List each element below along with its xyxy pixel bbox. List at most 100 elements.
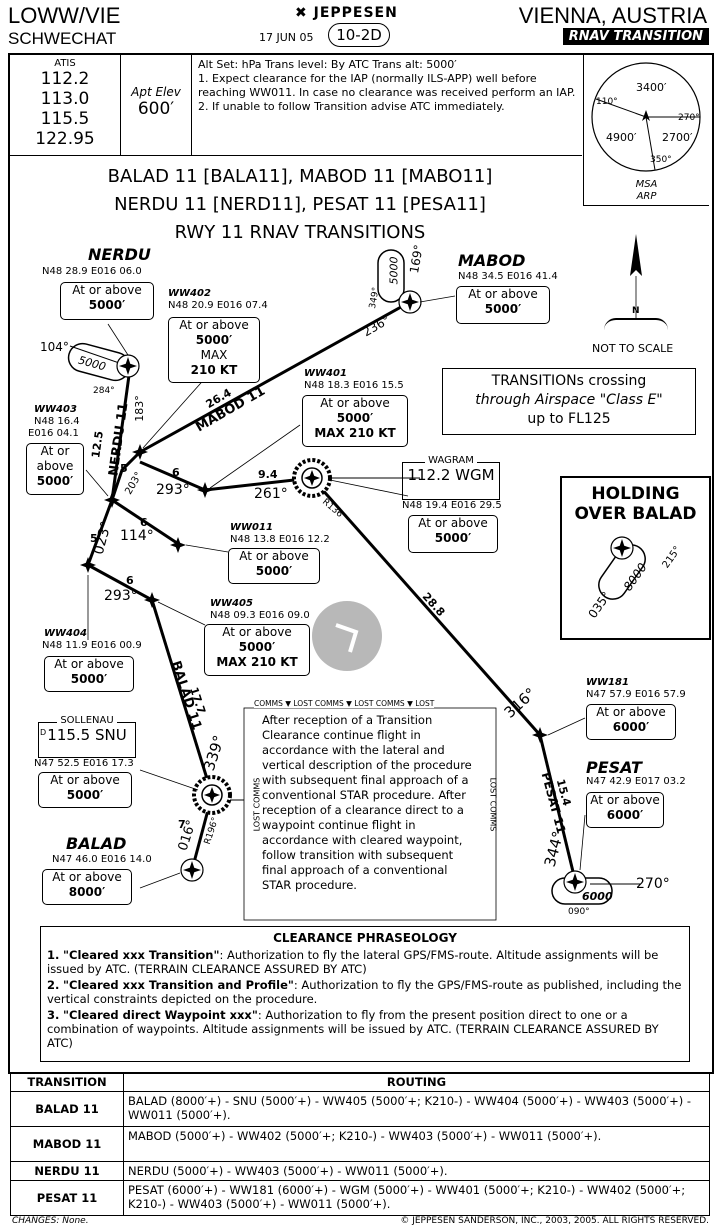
routing-col-routing: ROUTING (123, 1072, 710, 1092)
ww181-alt-box: At or above 6000′ (586, 704, 676, 740)
nerdu-alt-2: 5000′ (88, 298, 126, 312)
ww404-name: WW404 (44, 628, 87, 639)
lost-comms-side-right: LOST COMMS (488, 777, 498, 832)
wagram-alt-box: At or above 5000′ (408, 515, 498, 553)
ww402-name: WW402 (168, 288, 211, 299)
ww402-coord: N48 20.9 E016 07.4 (168, 300, 268, 311)
ww404-alt-box: At or above 5000′ (44, 656, 134, 692)
table-row: MABOD 11 MABOD (5000′+) - WW402 (5000′+;… (10, 1126, 710, 1162)
pesat-hold-alt: 6000 (582, 890, 613, 903)
phrase-2-body: : Authorization to fly the GPS/FMS-route… (47, 978, 682, 1006)
holding-title-1: HOLDING (591, 484, 680, 504)
ww401-alt-1: At or above (320, 396, 390, 410)
phrase-3-body: : Authorization to fly from the present … (47, 1008, 659, 1050)
holding-title-2: OVER BALAD (574, 504, 697, 524)
msa-sector-b: 4900′ (606, 131, 637, 144)
wings-logo-icon (604, 318, 668, 330)
leg-label-6c: 6 (126, 574, 134, 587)
ww181-alt-1: At or above (596, 705, 666, 719)
phraseology-title: CLEARANCE PHRASEOLOGY (273, 931, 457, 945)
leg-label-293a: 293° (156, 482, 190, 498)
apt-elev-value: 600′ (137, 99, 175, 119)
balad-alt-box: At or above 8000′ (42, 869, 132, 905)
pesat-coord: N47 42.9 E017 03.2 (586, 776, 686, 787)
msa-radial-110: 110° (596, 97, 618, 107)
class-e-line-3: up to FL125 (527, 411, 611, 427)
wagram-name: WAGRAM (425, 455, 477, 466)
wagram-alt-2: 5000′ (434, 531, 472, 545)
msa-box: 3400′ 4900′ 2700′ 110° 270° 350° MSA ARP (583, 55, 709, 206)
phraseology-box: CLEARANCE PHRASEOLOGY 1. "Cleared xxx Tr… (40, 926, 690, 1062)
atis-label: ATIS (54, 58, 76, 69)
ww403-alt-2: 5000′ (36, 474, 74, 488)
msa-sector-c: 2700′ (662, 131, 693, 144)
mabod-alt-2: 5000′ (484, 302, 522, 316)
routing-name: BALAD 11 (10, 1091, 124, 1127)
msa-label: MSA (635, 179, 658, 190)
pesat-alt-2: 6000′ (606, 808, 644, 822)
nerdu-coord: N48 28.9 E016 06.0 (42, 266, 142, 277)
ww403-name: WW403 (34, 404, 77, 415)
mabod-holding-pattern (377, 249, 405, 303)
leg-ww404-ww403 (86, 499, 114, 566)
ww403-alt-1: At or (40, 444, 70, 458)
sollenau-freq: 115.5 SNU (47, 726, 127, 744)
jeppesen-logo: ✖ JEPPESEN (295, 5, 398, 21)
lost-comms-text: After reception of a Transition Clearanc… (262, 713, 472, 892)
airport-name: SCHWECHAT (8, 29, 117, 48)
ww403-coord-2: E016 04.1 (28, 428, 79, 439)
phraseology-item-3: 3. "Cleared direct Waypoint xxx": Author… (47, 1008, 683, 1050)
ww403-waypoint-icon (104, 492, 120, 508)
ww403-alt-1b: above (36, 459, 74, 473)
routing-name: MABOD 11 (10, 1126, 124, 1162)
elev-cell: Apt Elev 600′ (121, 55, 192, 155)
info-row (10, 55, 582, 156)
atis-freq-1: 112.2 (40, 69, 90, 89)
leg-label-261: 261° (254, 486, 288, 502)
leg-ww181-pesat (538, 734, 577, 881)
title-line-1: BALAD 11 [BALA11], MABOD 11 [MABO11] (107, 166, 493, 187)
wagram-freq: 112.2 WGM (407, 466, 495, 484)
mabod-alt-1: At or above (468, 287, 538, 301)
wagram-alt-1: At or above (418, 516, 488, 530)
ww181-coord: N47 57.9 E016 57.9 (586, 689, 686, 700)
sollenau-box: SOLLENAU 115.5 SNU (38, 715, 136, 758)
nerdu-alt-box: At or above 5000′ (60, 282, 154, 320)
notes-cell: Alt Set: hPa Trans level: By ATC Trans a… (198, 58, 580, 114)
wagram-coord: N48 19.4 E016 29.5 (402, 500, 502, 511)
balad-name: BALAD (66, 834, 127, 853)
ww401-coord: N48 18.3 E016 15.5 (304, 380, 404, 391)
balad-alt-2: 8000′ (68, 885, 106, 899)
note-2: 2. If unable to follow Transition advise… (198, 100, 505, 113)
airport-code: LOWW/VIE (8, 3, 121, 28)
ww404-alt-2: 5000′ (70, 672, 108, 686)
holding-box: HOLDING OVER BALAD (560, 476, 711, 640)
leg-label-114: 114° (120, 528, 154, 544)
ww011-waypoint-icon (170, 537, 186, 553)
ww405-alt-2: 5000′ (238, 640, 276, 654)
leg-mabod-ww402 (139, 300, 411, 454)
balad-coord: N47 46.0 E016 14.0 (52, 854, 152, 865)
pesat-name: PESAT (586, 758, 642, 777)
leg-label-6b: 6 (140, 516, 148, 529)
nerdu-radial-183: 183° (132, 395, 146, 422)
chart-id: 10-2D (328, 23, 390, 47)
routing-col-transition: TRANSITION (10, 1072, 124, 1092)
phrase-3-head: "Cleared direct Waypoint xxx" (63, 1008, 258, 1022)
lost-comms-top: COMMS ▼ LOST COMMS ▼ LOST COMMS ▼ LOST (254, 699, 435, 708)
leg-label-5b: 5 (90, 532, 98, 545)
alt-line: Alt Set: hPa Trans level: By ATC Trans a… (198, 58, 457, 71)
ww402-alt-1: At or above (179, 318, 249, 332)
ww405-waypoint-icon (144, 592, 160, 608)
msa-radial-270: 270° (678, 113, 700, 123)
ww405-coord: N48 09.3 E016 09.0 (210, 610, 310, 621)
table-row: PESAT 11 PESAT (6000′+) - WW181 (6000′+)… (10, 1180, 710, 1216)
not-to-scale: NOT TO SCALE (592, 342, 674, 355)
nerdu-radial-104: 104° (40, 340, 69, 354)
ww011-alt-2: 5000′ (255, 564, 293, 578)
ww401-waypoint-icon (197, 482, 213, 498)
ww181-waypoint-icon (532, 727, 548, 743)
ww401-max: MAX 210 KT (314, 426, 396, 440)
title-line-2: NERDU 11 [NERD11], PESAT 11 [PESA11] (114, 194, 486, 215)
